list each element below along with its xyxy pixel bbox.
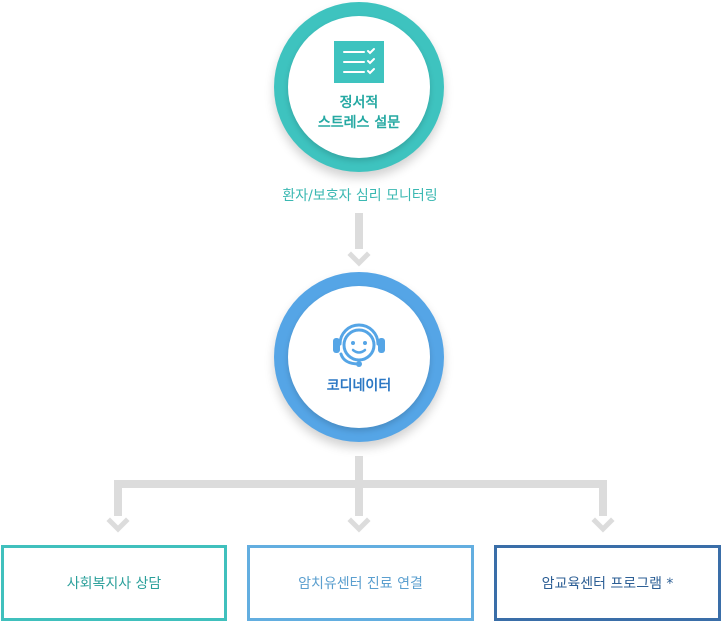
branch-social-worker-consult: 사회복지사 상담 bbox=[1, 545, 227, 621]
survey-subtitle: 환자/보호자 심리 모니터링 bbox=[282, 188, 438, 204]
coordinator-node-inner: 코디네이터 bbox=[288, 286, 430, 428]
survey-title-line1: 정서적 bbox=[339, 95, 379, 111]
headset-icon bbox=[333, 323, 385, 367]
coordinator-node: 코디네이터 bbox=[274, 272, 444, 442]
arrow-down-icon bbox=[591, 517, 615, 533]
branch-cancer-education-program: 암교육센터 프로그램 * bbox=[494, 545, 721, 621]
arrow-down-icon bbox=[347, 517, 371, 533]
arrow-down-icon bbox=[347, 251, 371, 267]
connector-line-branches bbox=[114, 480, 607, 516]
checklist-icon bbox=[334, 41, 384, 83]
survey-node-inner: 정서적 스트레스 설문 bbox=[288, 16, 430, 158]
coordinator-title: 코디네이터 bbox=[326, 378, 392, 394]
survey-node: 정서적 스트레스 설문 bbox=[274, 2, 444, 172]
branch-cancer-healing-center: 암치유센터 진료 연결 bbox=[247, 545, 474, 621]
arrow-down-icon bbox=[106, 517, 130, 533]
survey-title-line2: 스트레스 설문 bbox=[317, 115, 401, 131]
